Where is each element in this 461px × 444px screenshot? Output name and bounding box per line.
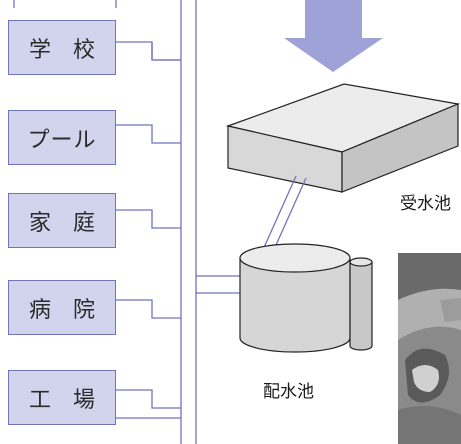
facility-label-factory: 工場 [28,387,118,413]
receiving-tank-label: 受水池 [400,194,451,214]
connecting-pipes [261,175,307,255]
facility-label-home: 家庭 [28,210,118,236]
pipe-network [13,0,240,444]
facility-box-factory: 工場 [8,370,116,425]
aerial-photo-image [398,253,461,444]
facility-box-home: 家庭 [8,193,116,248]
facility-box-pool: プール [8,110,116,165]
distribution-tank [239,243,373,353]
receiving-tank [225,83,461,193]
down-arrow-icon [284,0,383,72]
facility-label-school: 学校 [28,37,118,63]
facility-box-school: 学校 [8,20,116,75]
facility-label-pool: プール [27,127,97,153]
distribution-tank-label: 配水池 [263,382,314,402]
facility-box-hospital: 病院 [8,280,116,335]
facility-label-hospital: 病院 [28,297,118,323]
